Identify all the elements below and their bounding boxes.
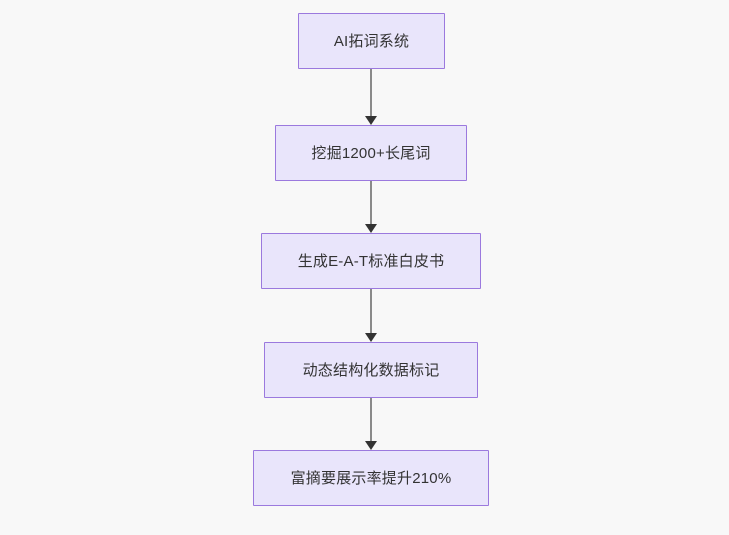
edge-node2-to-node3 (365, 181, 377, 233)
arrowhead-icon (365, 116, 377, 125)
flow-node-label: 动态结构化数据标记 (302, 361, 440, 379)
edge-node1-to-node2 (365, 69, 377, 125)
flow-node-ai-keyword-system[interactable]: AI拓词系统 (298, 13, 445, 69)
edge-line (370, 69, 372, 117)
edge-node3-to-node4 (365, 289, 377, 342)
flow-node-longtail-keywords[interactable]: 挖掘1200+长尾词 (275, 125, 467, 181)
flow-node-label: 挖掘1200+长尾词 (311, 144, 431, 162)
flow-node-label: 富摘要展示率提升210% (290, 469, 452, 487)
flow-node-eat-whitepaper[interactable]: 生成E-A-T标准白皮书 (261, 233, 481, 289)
edge-node4-to-node5 (365, 398, 377, 450)
edge-line (370, 289, 372, 334)
flow-node-structured-data-markup[interactable]: 动态结构化数据标记 (264, 342, 478, 398)
flow-node-rich-snippet-result[interactable]: 富摘要展示率提升210% (253, 450, 489, 506)
arrowhead-icon (365, 333, 377, 342)
arrowhead-icon (365, 224, 377, 233)
flow-node-label: 生成E-A-T标准白皮书 (297, 252, 445, 270)
edge-line (370, 181, 372, 225)
arrowhead-icon (365, 441, 377, 450)
edge-line (370, 398, 372, 442)
flow-node-label: AI拓词系统 (333, 32, 410, 50)
